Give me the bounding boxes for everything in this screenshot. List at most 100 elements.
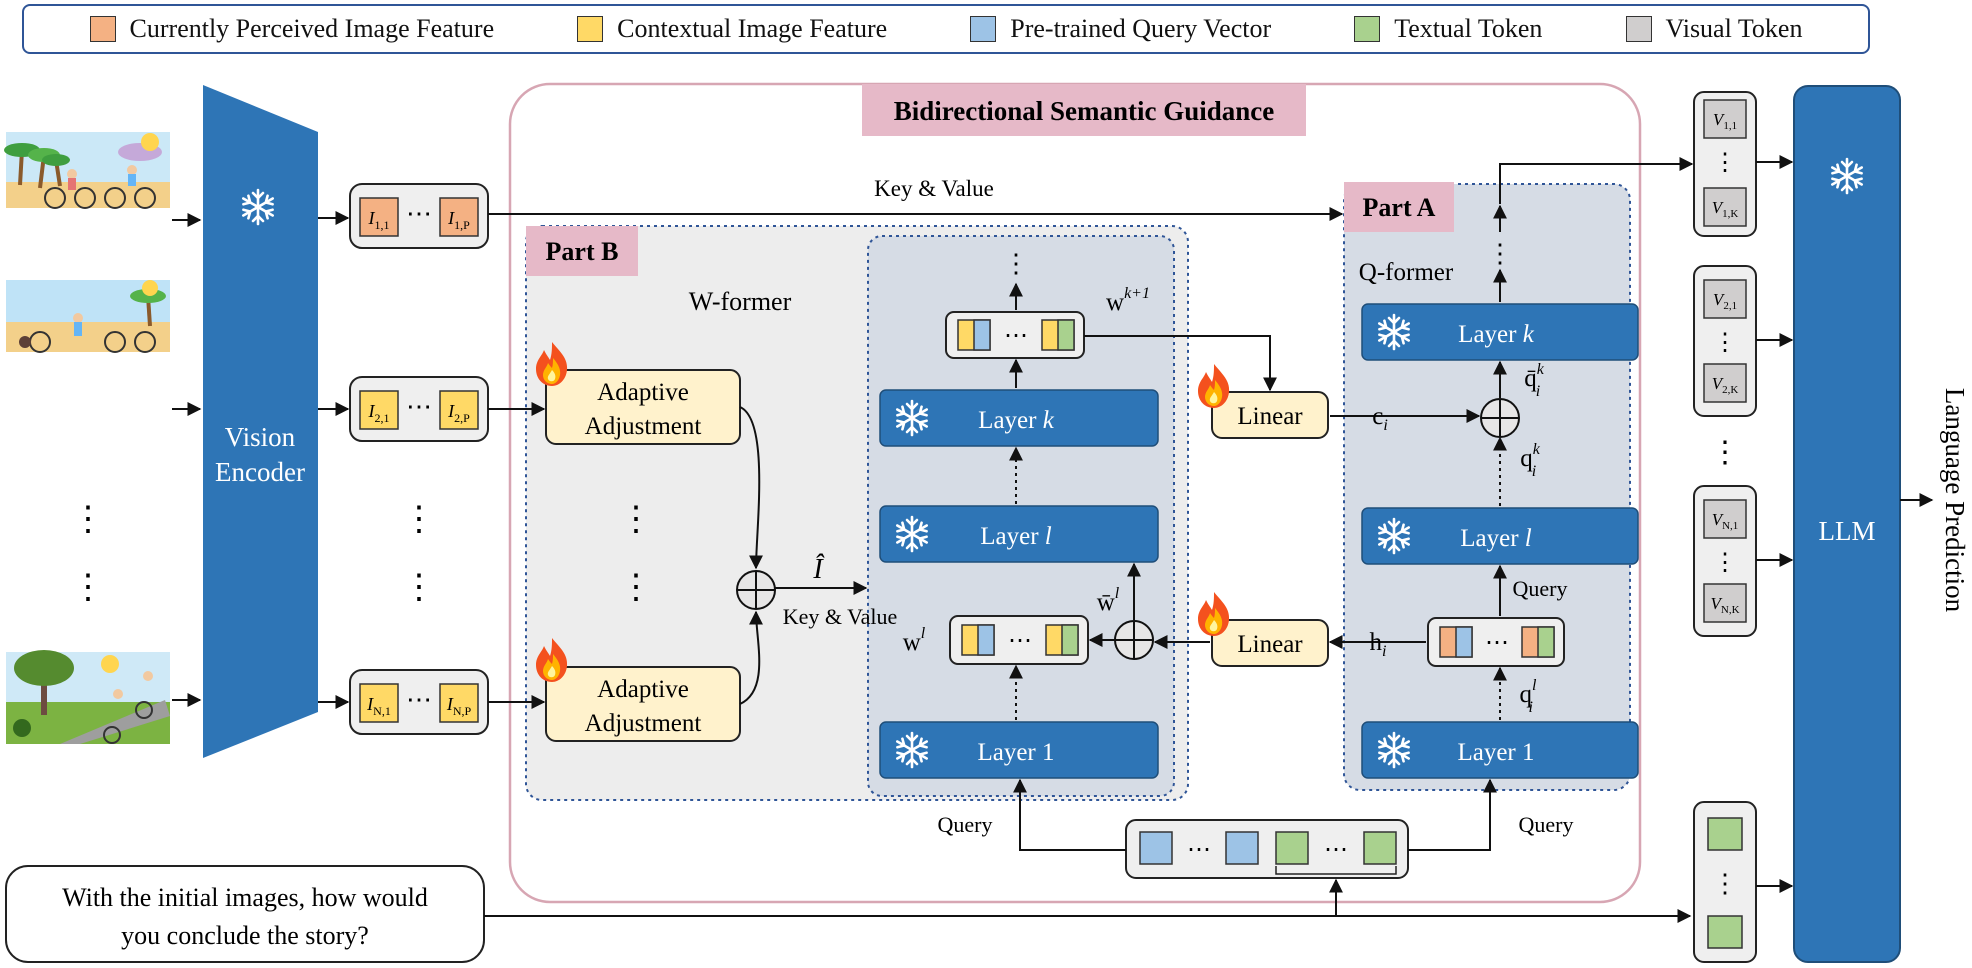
visual-token-label: V — [1713, 110, 1726, 129]
adaptive-label-2: Adjustment — [585, 413, 702, 440]
visual-token-vellipsis: ⋮ — [1713, 330, 1737, 356]
feature-box-2: I2,1 ⋯ I2,P — [349, 376, 489, 442]
layer-label: Layer — [978, 407, 1037, 434]
layer-index: k — [1043, 407, 1055, 434]
feature-label: I — [446, 694, 454, 714]
svg-text:ci: ci — [1372, 403, 1388, 434]
legend: Currently Perceived Image Feature Contex… — [22, 4, 1870, 54]
query-token-box: ⋯ ⋯ — [1125, 819, 1409, 879]
svg-text:qki: qki — [1520, 441, 1541, 480]
visual-token-sub: 1,K — [1722, 208, 1738, 220]
vision-encoder-label-2: Encoder — [215, 457, 305, 487]
visual-token-sub: 2,1 — [1723, 300, 1737, 312]
query-label-q: Query — [1513, 576, 1568, 601]
visual-token-vellipsis: ⋮ — [1713, 150, 1737, 176]
arrow-wk1-linear — [1084, 335, 1277, 392]
token-ellipsis: ⋯ — [1485, 630, 1509, 656]
layer-label: Layer 1 — [977, 739, 1054, 766]
svg-text:wl: wl — [903, 625, 926, 656]
w-l-sup: l — [921, 625, 926, 642]
layer-label: Layer — [1458, 321, 1517, 348]
trainable-fire-icon — [1198, 364, 1230, 408]
q-l-sup: l — [1532, 677, 1537, 694]
feature-box-n: IN,1 ⋯ IN,P — [349, 669, 489, 735]
svg-text:qli: qli — [1520, 677, 1538, 716]
layer-index: k — [1523, 321, 1535, 348]
q-k-base: q — [1520, 445, 1533, 472]
sum-node-wformer — [1114, 620, 1154, 660]
visual-token-label: V — [1713, 290, 1726, 309]
svg-text:V2,K: V2,K — [1712, 374, 1739, 396]
svg-text:I1,P: I1,P — [447, 208, 470, 232]
token-ellipsis: ⋯ — [1008, 628, 1032, 654]
svg-text:VN,K: VN,K — [1710, 594, 1739, 616]
trainable-fire-icon — [1198, 592, 1230, 636]
legend-item-current-feature: Currently Perceived Image Feature — [89, 14, 494, 44]
arrow-query-wformer — [1013, 778, 1126, 851]
arrow-adaptive-top-sum — [739, 406, 764, 570]
legend-swatch-orange — [89, 16, 116, 42]
visual-token-sub: 1,1 — [1723, 120, 1737, 132]
legend-swatch-green — [1354, 16, 1381, 42]
w-token-box-bottom: ⋯ — [949, 615, 1089, 665]
q-l-sub: i — [1528, 699, 1532, 716]
svg-text:Layer l: Layer l — [1460, 525, 1532, 552]
images-vellipsis-1: ⋮ — [71, 501, 105, 538]
w-layer-k: Layer k — [879, 389, 1159, 447]
svg-text:I1,1: I1,1 — [368, 208, 390, 232]
svg-text:hi: hi — [1370, 629, 1387, 660]
h-i-base: h — [1370, 629, 1383, 656]
visual-token-sub: 2,K — [1722, 384, 1738, 396]
svg-text:w̄l: w̄l — [1097, 585, 1120, 616]
svg-text:Layer k: Layer k — [978, 407, 1055, 434]
svg-text:V1,1: V1,1 — [1713, 110, 1737, 132]
layer-label: Layer — [1460, 525, 1519, 552]
part-b-tag-bg — [526, 226, 638, 276]
q-bar-base: q̄ — [1524, 365, 1537, 392]
visual-groups-vellipsis: ⋮ — [1710, 436, 1740, 469]
prompt-text-1: With the initial images, how would — [62, 883, 428, 912]
q-bar-sub: i — [1536, 383, 1540, 400]
feature-subscript: N,P — [453, 704, 472, 718]
feature-box-1: I1,1 ⋯ I1,P — [349, 183, 489, 249]
svg-text:VN,1: VN,1 — [1712, 510, 1739, 532]
w-k1-sup: k+1 — [1124, 285, 1150, 302]
q-l-base: q — [1520, 681, 1533, 708]
vision-encoder-label-1: Vision — [225, 422, 296, 452]
layer-label: Layer 1 — [1457, 739, 1534, 766]
q-bar-sup: k — [1537, 361, 1545, 378]
key-value-label-top: Key & Value — [874, 176, 994, 201]
q-k-sub: i — [1532, 463, 1536, 480]
prompt-box: With the initial images, how would you c… — [5, 865, 485, 963]
llm-block: LLM — [1793, 85, 1901, 963]
feature-ellipsis: ⋯ — [406, 199, 432, 228]
q-top-vellipsis: ⋮ — [1487, 239, 1513, 268]
features-vellipsis-1: ⋮ — [402, 501, 436, 538]
q-layer-l: Layer l — [1361, 507, 1639, 565]
key-value-label-wformer: Key & Value — [783, 604, 897, 629]
legend-label: Contextual Image Feature — [617, 14, 888, 43]
adaptive-adjustment-bottom: Adaptive Adjustment — [536, 638, 741, 742]
feature-label: I — [366, 694, 374, 714]
part-b-tag: Part B — [546, 237, 619, 266]
c-i-sub: i — [1383, 417, 1387, 434]
feature-subscript: N,1 — [373, 704, 391, 718]
token-ellipsis: ⋯ — [1187, 837, 1211, 863]
adaptive-vellipsis-1: ⋮ — [619, 501, 653, 538]
linear-top: Linear — [1198, 364, 1329, 439]
layer-index: l — [1045, 523, 1052, 550]
legend-label: Textual Token — [1394, 14, 1543, 43]
language-prediction-label: Language Prediction — [1940, 388, 1970, 613]
adaptive-adjustment-top: Adaptive Adjustment — [536, 342, 741, 445]
arrow-query-qformer — [1408, 778, 1497, 851]
i-hat-label: Î — [812, 554, 825, 585]
svg-text:IN,1: IN,1 — [366, 694, 391, 718]
visual-token-label: V — [1710, 594, 1723, 613]
q-token-box: ⋯ — [1427, 617, 1565, 667]
feature-label: I — [447, 401, 455, 421]
token-ellipsis: ⋯ — [1004, 323, 1028, 349]
linear-label: Linear — [1237, 631, 1303, 658]
q-layer-1: Layer 1 — [1361, 721, 1639, 779]
legend-label: Pre-trained Query Vector — [1010, 14, 1272, 43]
